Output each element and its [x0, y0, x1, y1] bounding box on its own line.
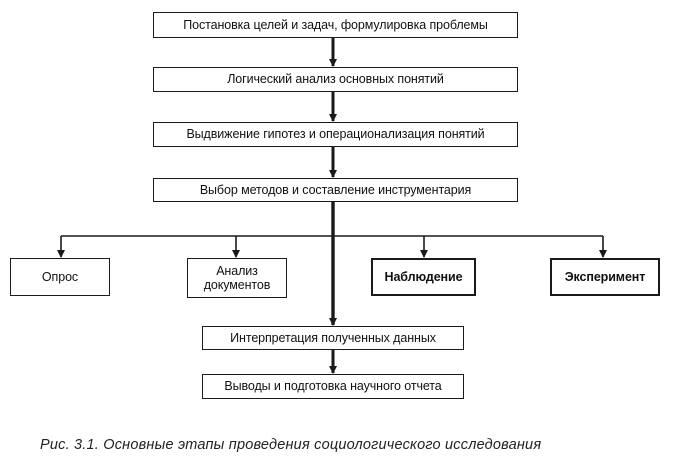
method-box-opros: Опрос [10, 258, 110, 296]
step-box-goals: Постановка целей и задач, формулировка п… [153, 12, 518, 38]
method-label-line2: документов [203, 278, 271, 292]
step-label: Выводы и подготовка научного отчета [224, 379, 442, 394]
method-label-line1: Анализ [216, 263, 258, 278]
step-box-logical-analysis: Логический анализ основных понятий [153, 67, 518, 92]
step-box-interpretation: Интерпретация полученных данных [202, 326, 464, 350]
step-box-hypotheses: Выдвижение гипотез и операционализация п… [153, 122, 518, 147]
step-label: Выбор методов и составление инструментар… [199, 182, 472, 197]
step-box-methods: Выбор методов и составление инструментар… [153, 178, 518, 202]
method-box-nabludenie: Наблюдение [371, 258, 476, 296]
step-box-conclusions: Выводы и подготовка научного отчета [202, 374, 464, 399]
step-label: Логический анализ основных понятий [227, 72, 444, 87]
method-label: Наблюдение [384, 269, 463, 284]
method-label: Эксперимент [564, 269, 646, 284]
method-box-eksperiment: Эксперимент [550, 258, 660, 296]
method-box-analiz: Анализ документов [187, 258, 287, 298]
step-label: Постановка целей и задач, формулировка п… [183, 17, 488, 32]
step-label: Выдвижение гипотез и операционализация п… [186, 127, 485, 142]
figure-caption: Рис. 3.1. Основные этапы проведения соци… [40, 437, 542, 453]
method-label: Опрос [41, 269, 79, 284]
step-label: Интерпретация полученных данных [230, 330, 436, 345]
